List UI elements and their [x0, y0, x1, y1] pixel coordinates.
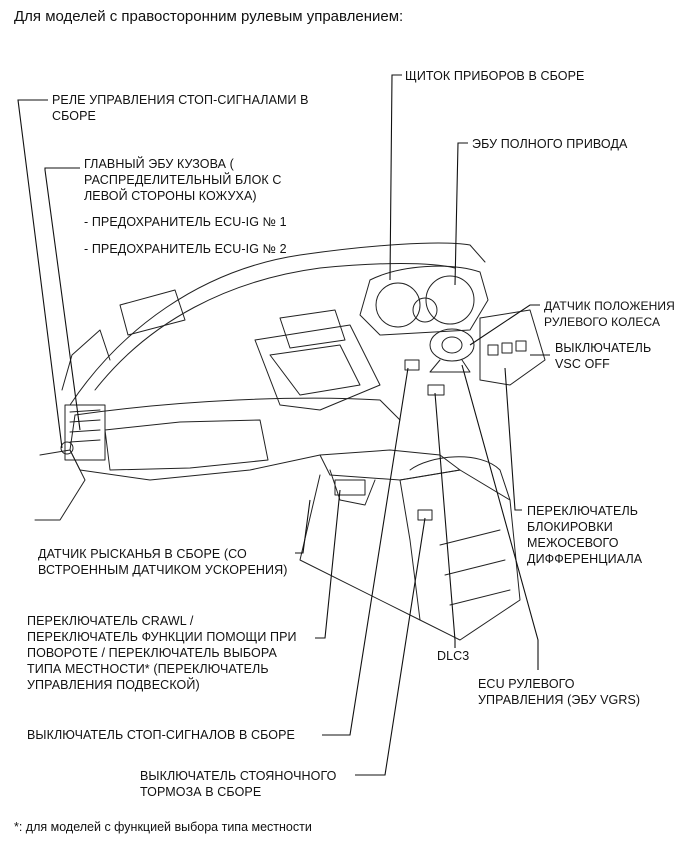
label-vgrs-ecu: ECU РУЛЕВОГО УПРАВЛЕНИЯ (ЭБУ VGRS): [478, 677, 641, 707]
label-stop-relay: РЕЛЕ УПРАВЛЕНИЯ СТОП-СИГНАЛАМИ В СБОРЕ: [52, 93, 309, 123]
label-yaw-sensor: ДАТЧИК РЫСКАНЬЯ В СБОРЕ (СО ВСТРОЕННЫМ Д…: [38, 547, 288, 577]
leader-4wd-ecu: [454, 142, 468, 286]
label-diff-lock: ПЕРЕКЛЮЧАТЕЛЬ БЛОКИРОВКИ МЕЖОСЕВОГО ДИФФ…: [527, 504, 643, 566]
label-stop-switch: ВЫКЛЮЧАТЕЛЬ СТОП-СИГНАЛОВ В СБОРЕ: [27, 728, 295, 742]
right-switch-panel: [479, 309, 546, 386]
dash-lower-left: [69, 414, 321, 481]
label-fuse-2: - ПРЕДОХРАНИТЕЛЬ ECU-IG № 2: [84, 242, 287, 256]
leader-stop-switch: [322, 367, 409, 736]
leader-diff-lock: [504, 367, 522, 511]
center-panel-inner: [269, 344, 361, 396]
meter-hood: [359, 265, 489, 336]
leader-vgrs: [461, 364, 539, 670]
label-4wd-ecu: ЭБУ ПОЛНОГО ПРИВОДА: [472, 137, 628, 151]
label-vsc-off: ВЫКЛЮЧАТЕЛЬ VSC OFF: [555, 341, 652, 371]
leader-steering-sensor: [469, 304, 540, 346]
page-title: Для моделей с правосторонним рулевым упр…: [14, 8, 404, 25]
console-front: [319, 449, 461, 481]
door-edge: [34, 449, 86, 521]
label-fuse-1: - ПРЕДОХРАНИТЕЛЬ ECU-IG № 1: [84, 215, 287, 229]
label-combination-meter: ЩИТОК ПРИБОРОВ В СБОРЕ: [405, 69, 585, 83]
footnote: *: для моделей с функцией выбора типа ме…: [14, 820, 312, 834]
center-vent: [279, 309, 346, 349]
left-vent: [119, 289, 186, 336]
a-pillar: [61, 329, 111, 391]
main-body-ecu-block: [64, 404, 106, 461]
console-lid: [409, 456, 511, 501]
glovebox: [104, 419, 269, 471]
label-steering-sensor: ДАТЧИК ПОЛОЖЕНИЯ РУЛЕВОГО КОЛЕСА: [544, 299, 675, 329]
leader-yaw: [295, 499, 311, 554]
label-main-body-ecu: ГЛАВНЫЙ ЭБУ КУЗОВА ( РАСПРЕДЕЛИТЕЛЬНЫЙ Б…: [84, 157, 282, 203]
label-parking-brake: ВЫКЛЮЧАТЕЛЬ СТОЯНОЧНОГО ТОРМОЗА В СБОРЕ: [140, 769, 337, 799]
leader-crawl: [315, 489, 341, 639]
leader-stop-relay: [17, 99, 63, 449]
label-crawl-switch: ПЕРЕКЛЮЧАТЕЛЬ CRAWL / ПЕРЕКЛЮЧАТЕЛЬ ФУНК…: [27, 614, 297, 692]
console-left-side: [299, 474, 421, 621]
console-body: [399, 469, 521, 641]
dash-upper-contour: [69, 242, 486, 406]
label-dlc3: DLC3: [437, 649, 470, 663]
center-panel: [254, 324, 381, 411]
dash-top-edge: [94, 263, 456, 391]
leader-dlc3: [434, 392, 456, 648]
leader-parking-brake: [355, 517, 426, 776]
leader-combination-meter: [389, 74, 402, 281]
dash-face: [74, 397, 401, 421]
steering-column-ring: [429, 328, 475, 362]
leader-main-body-ecu: [44, 167, 81, 431]
